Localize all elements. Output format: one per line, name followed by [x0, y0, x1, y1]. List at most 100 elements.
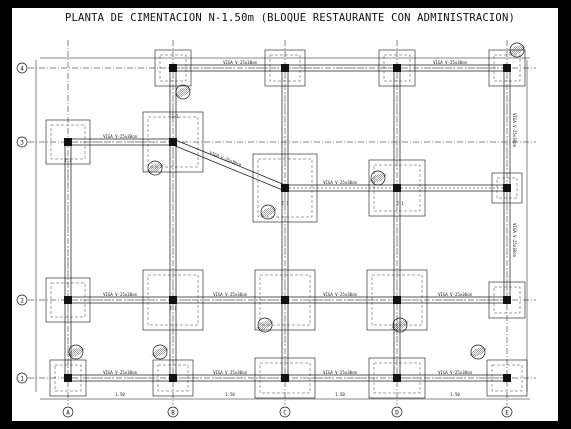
footing-D1-footing — [368, 357, 426, 399]
section-marker-5-hatch — [394, 320, 404, 330]
footing-D-mid-footing-inner — [373, 164, 421, 212]
footing-E4-footing — [488, 49, 526, 87]
footing-E-mid-column — [503, 184, 511, 192]
footing-C2-footing-inner — [259, 274, 311, 326]
footing-A1-footing-inner — [54, 364, 82, 392]
footing-D-mid-footing — [368, 159, 426, 217]
section-marker-0-hatch — [146, 164, 154, 172]
axis-bubble-C-label: C — [283, 410, 287, 417]
footing-label-4: Z-1 — [396, 201, 404, 206]
axis-bubble-row-2 — [16, 294, 28, 306]
footing-A1-column — [64, 374, 72, 382]
section-marker-2-hatch — [77, 348, 85, 356]
section-marker-9-hatch — [369, 174, 377, 182]
footing-B3-footing-inner — [147, 116, 199, 168]
section-marker-3-hatch — [154, 347, 164, 357]
footing-D1-footing-inner — [373, 362, 421, 394]
axis-bubble-E-label: E — [505, 410, 509, 417]
footing-E-mid-footing-inner — [496, 177, 518, 199]
section-marker-4-hatch — [263, 320, 273, 330]
footing-B2-footing — [142, 269, 204, 331]
section-marker-2-hatch — [70, 347, 80, 357]
beam-label-row2-3: VIGA V-25x30cm — [438, 292, 472, 297]
section-marker-3-hatch — [161, 348, 169, 356]
footing-D1-column — [393, 374, 401, 382]
section-marker-0-hatch — [153, 163, 163, 173]
section-marker-8-hatch — [513, 45, 523, 55]
footing-D-mid-column — [393, 184, 401, 192]
section-marker-2 — [68, 344, 84, 360]
section-marker-1-hatch — [260, 207, 270, 217]
footing-B3-column — [169, 138, 177, 146]
section-marker-3-hatch — [156, 347, 166, 357]
footing-label-2: Z-1 — [64, 158, 72, 163]
footing-B1-column — [169, 374, 177, 382]
section-marker-2-hatch — [72, 347, 82, 357]
section-marker-6-hatch — [470, 347, 480, 357]
section-marker-9 — [370, 170, 386, 186]
section-marker-4-hatch — [256, 321, 264, 329]
section-marker-5-hatch — [396, 320, 406, 330]
axis-bubble-E — [501, 406, 513, 418]
beam-label-row1-0: VIGA V-25x30cm — [103, 370, 137, 375]
section-marker-1-hatch — [262, 207, 272, 217]
axis-bubble-B — [167, 406, 179, 418]
plan-title: PLANTA DE CIMENTACION N-1.50m (BLOQUE RE… — [65, 12, 515, 24]
footing-label-0: Z-1 — [171, 114, 179, 119]
section-marker-4-hatch — [261, 320, 271, 330]
section-marker-6-hatch — [469, 348, 477, 356]
section-marker-7-hatch — [179, 87, 189, 97]
section-marker-9-hatch — [372, 173, 382, 183]
axis-bubble-row-3-label: 3 — [20, 140, 24, 147]
section-marker-2-hatch — [74, 347, 84, 357]
dim-label-2: 1.50 — [335, 392, 345, 397]
beam-diagonal-a — [172, 138, 286, 186]
section-marker-3-hatch — [151, 348, 159, 356]
section-marker-3 — [152, 344, 168, 360]
section-marker-6-hatch — [472, 347, 482, 357]
footing-D4-footing — [378, 49, 416, 87]
section-marker-7-hatch — [184, 88, 192, 96]
footing-E2-column — [503, 296, 511, 304]
section-marker-0-hatch — [147, 163, 157, 173]
section-marker-0 — [147, 160, 163, 176]
section-marker-7-hatch — [175, 87, 185, 97]
footing-B3-footing — [142, 111, 204, 173]
footing-C4-footing — [264, 49, 306, 87]
section-marker-1-hatch — [269, 208, 277, 216]
footing-C1-footing — [254, 357, 316, 399]
axis-bubble-D — [391, 406, 403, 418]
footing-E2-footing-inner — [493, 286, 521, 314]
beam-label-row1-1: VIGA V-25x30cm — [213, 370, 247, 375]
beam-label-row2-0: VIGA V-25x30cm — [103, 292, 137, 297]
footing-label-3: Z-1 — [169, 306, 177, 311]
section-marker-0-hatch — [149, 163, 159, 173]
footing-D2-footing — [366, 269, 428, 331]
beam-label-row4-b: VIGA V-25x30cm — [433, 60, 467, 65]
section-marker-6-hatch — [479, 348, 487, 356]
section-marker-1-hatch — [259, 208, 267, 216]
footing-D2-column — [393, 296, 401, 304]
section-marker-4 — [257, 317, 273, 333]
beam-label-row2-2: VIGA V-25x30cm — [323, 292, 357, 297]
section-marker-5-hatch — [392, 320, 402, 330]
footing-A1-footing — [49, 359, 87, 397]
beam-label-row1-2: VIGA V-25x30cm — [323, 370, 357, 375]
section-marker-7-hatch — [177, 87, 187, 97]
dim-label-1: 1.50 — [225, 392, 235, 397]
footing-C1-column — [281, 374, 289, 382]
footing-C2-column — [281, 296, 289, 304]
footing-E4-column — [503, 64, 511, 72]
section-marker-8-hatch — [508, 46, 516, 54]
section-marker-3-hatch — [152, 347, 162, 357]
footing-B2-column — [169, 296, 177, 304]
beam-label-row3-a: VIGA V-25x30cm — [103, 134, 137, 139]
section-marker-0-hatch — [156, 164, 164, 172]
footing-C-mid-footing — [252, 153, 318, 223]
beam-label-row2-1: VIGA V-25x30cm — [213, 292, 247, 297]
dim-label-3: 1.50 — [450, 392, 460, 397]
footing-B4-column — [169, 64, 177, 72]
footing-A2-footing — [45, 277, 91, 323]
axis-bubble-row-3 — [16, 136, 28, 148]
footing-D4-column — [393, 64, 401, 72]
